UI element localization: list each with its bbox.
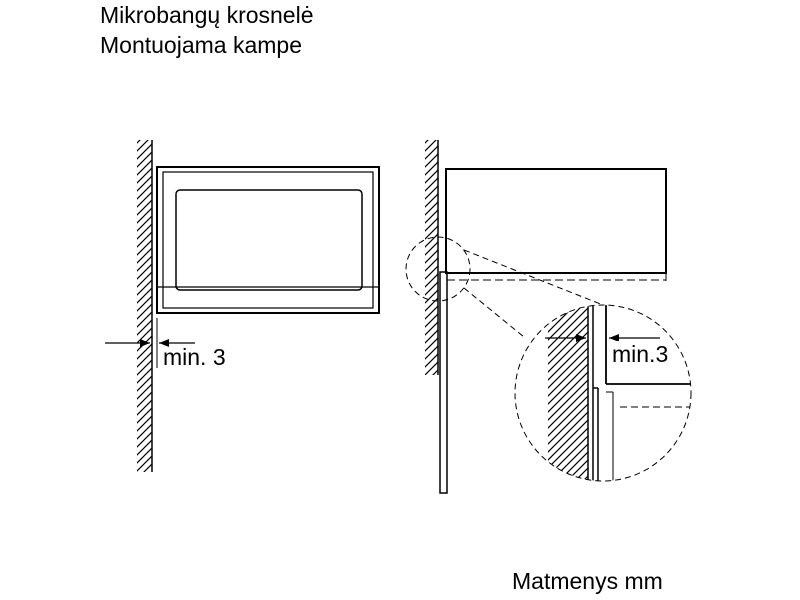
left-clearance-label: min. 3 [163,344,226,370]
right-clearance-label: min.3 [612,341,669,367]
microwave-front [156,166,380,314]
left-clearance-dimension [105,318,195,368]
detail-zoom-circle [514,304,692,482]
diagram-title: Mikrobangų krosnelė [100,2,314,28]
diagram-subtitle: Montuojama kampe [100,32,302,58]
side-panel [439,271,448,494]
detail-zoom-content [548,305,691,481]
right-wall [425,140,439,375]
detail-marker-circle [405,236,471,302]
units-note: Matmenys mm [512,568,663,594]
detail-leader-lines [463,249,604,338]
microwave-side [445,168,667,281]
right-clearance-dimension [545,334,660,342]
left-wall [137,140,153,472]
